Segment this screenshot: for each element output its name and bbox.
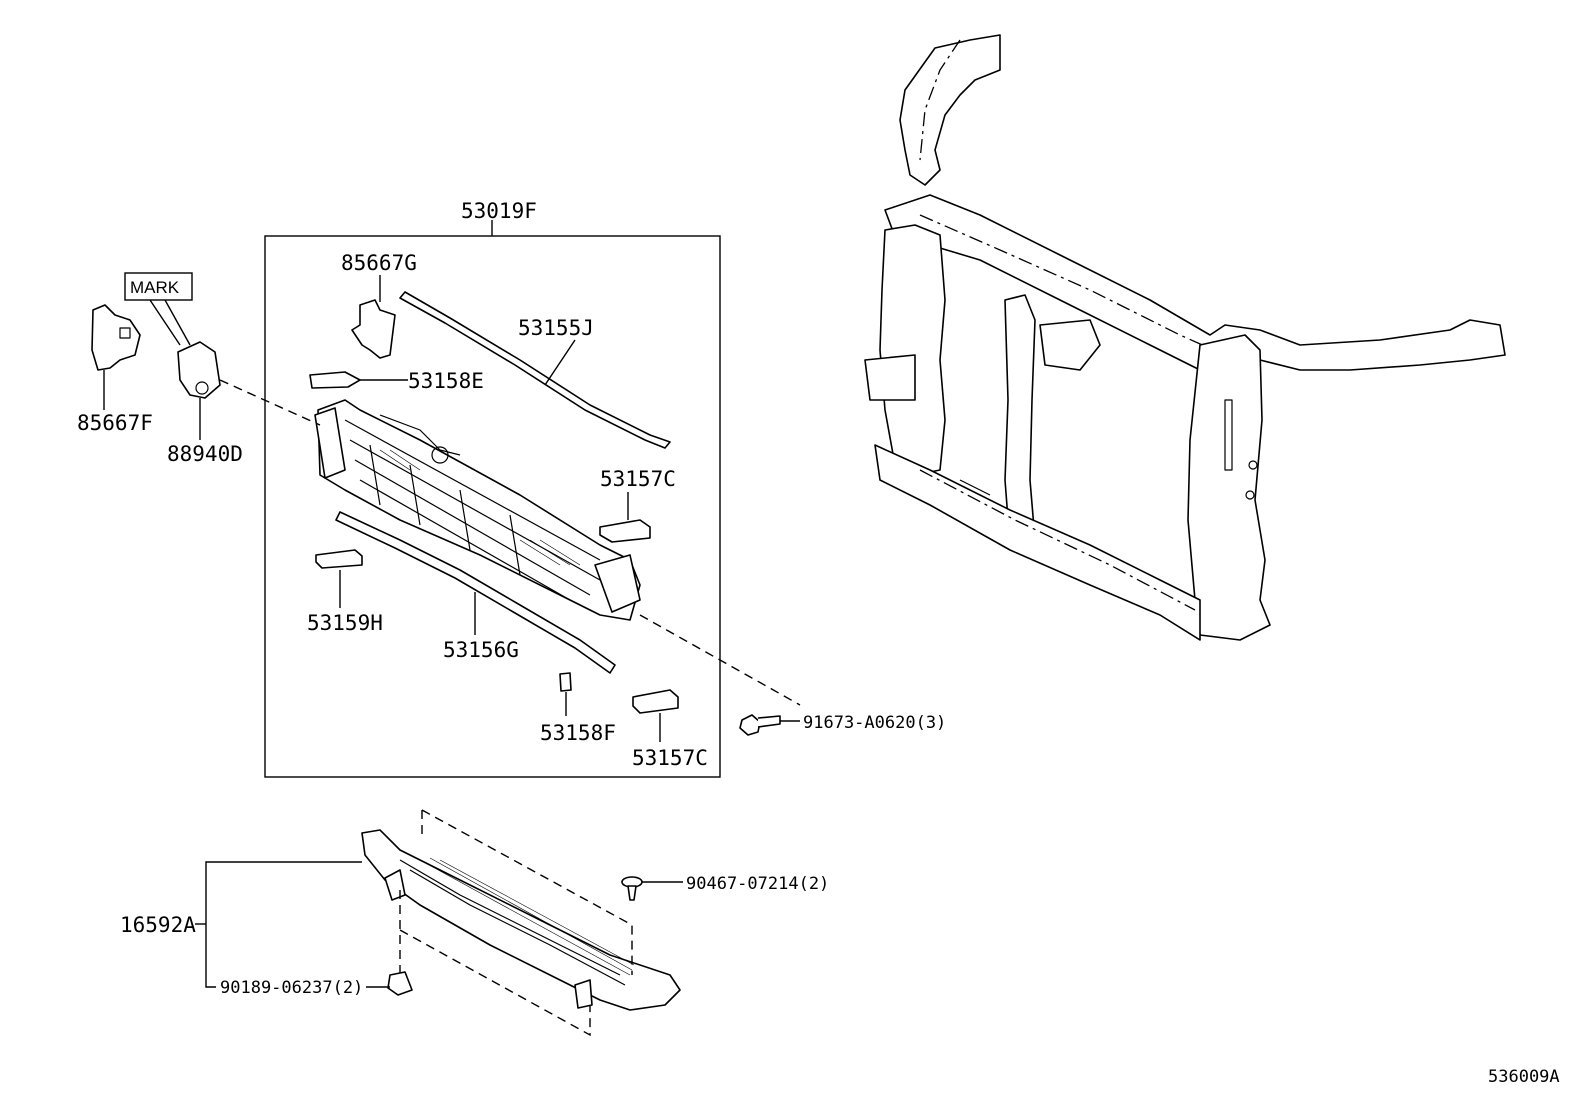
callout-90189-06237: 90189-06237(2) xyxy=(220,978,363,998)
part-53157C-top-shape xyxy=(599,519,651,543)
dashed-connector-bolt xyxy=(639,614,801,706)
mark-label: MARK xyxy=(130,278,180,297)
callout-53158E: 53158E xyxy=(408,369,484,393)
radiator-support-illustration xyxy=(864,34,1506,641)
callout-53156G: 53156G xyxy=(443,638,519,662)
callout-53157C-bottom: 53157C xyxy=(632,746,708,770)
part-53159H-shape xyxy=(315,549,363,569)
callout-53159H: 53159H xyxy=(307,611,383,635)
dashed-connector-88940D xyxy=(219,379,321,426)
clip-90189-shape xyxy=(387,971,413,996)
grille-shutter-illustration xyxy=(314,399,641,621)
part-53158F-shape xyxy=(559,672,572,692)
callout-85667F: 85667F xyxy=(77,411,153,435)
callout-53155J: 53155J xyxy=(518,316,594,340)
callout-bracket-16592A xyxy=(205,861,362,988)
callout-53157C-top: 53157C xyxy=(600,467,676,491)
part-53156G-shape xyxy=(335,511,616,674)
part-53158E-shape xyxy=(309,371,361,389)
bolt-91673-shape xyxy=(739,714,781,736)
callout-85667G: 85667G xyxy=(341,251,417,275)
part-88940D-shape xyxy=(177,341,221,399)
diagram-id: 536009A xyxy=(1488,1067,1560,1087)
callout-53158F: 53158F xyxy=(540,721,616,745)
part-85667G-shape xyxy=(351,299,396,359)
callout-16592A: 16592A xyxy=(120,913,196,937)
part-53157C-bottom-shape xyxy=(632,689,679,714)
callout-91673-A0620: 91673-A0620(3) xyxy=(803,713,946,733)
mark-label-box xyxy=(124,272,193,301)
clip-90467-shape xyxy=(621,876,643,901)
part-85667F-shape xyxy=(91,304,141,371)
assembly-label: 53019F xyxy=(461,199,537,223)
callout-90467-07214: 90467-07214(2) xyxy=(686,874,829,894)
callout-88940D: 88940D xyxy=(167,442,243,466)
part-53155J-shape xyxy=(399,291,671,449)
